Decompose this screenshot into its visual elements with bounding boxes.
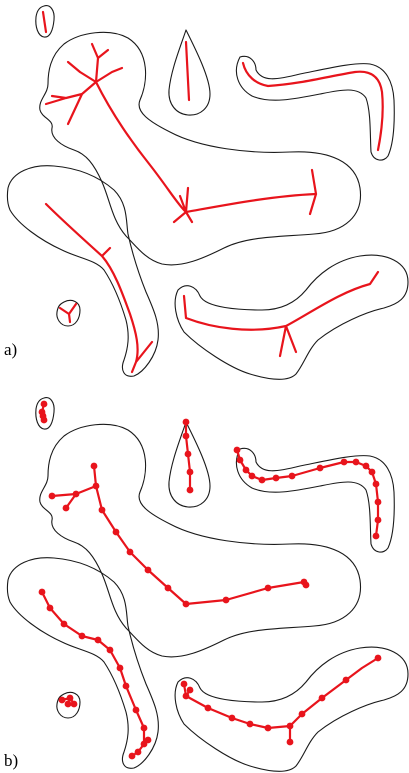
panel-b-graph-left-limb xyxy=(39,589,152,760)
panel-b-graph-body xyxy=(49,463,310,608)
panel-b-graph-teardrop xyxy=(183,419,194,494)
panel-b: b) xyxy=(4,398,408,772)
panel-a-skeleton-hook xyxy=(243,63,383,150)
panel-b-graph-lower-limb xyxy=(181,655,382,746)
panel-b-label: b) xyxy=(4,751,18,770)
panel-a: a) xyxy=(4,6,408,380)
panel-a-skeleton-lower-limb xyxy=(184,272,378,356)
panel-a-label: a) xyxy=(4,340,17,359)
panel-b-outlines xyxy=(7,398,408,772)
panel-b-graph-small-blob xyxy=(59,695,78,708)
panel-a-skeleton-small-blob xyxy=(60,304,76,322)
panel-a-skeleton-body xyxy=(46,44,316,222)
panel-a-skeleton-tiny-blob xyxy=(43,12,46,32)
panel-a-skeleton-left-limb xyxy=(46,204,152,372)
panel-b-graph-tiny-blob xyxy=(39,401,48,424)
panel-a-skeleton-teardrop xyxy=(186,42,189,100)
